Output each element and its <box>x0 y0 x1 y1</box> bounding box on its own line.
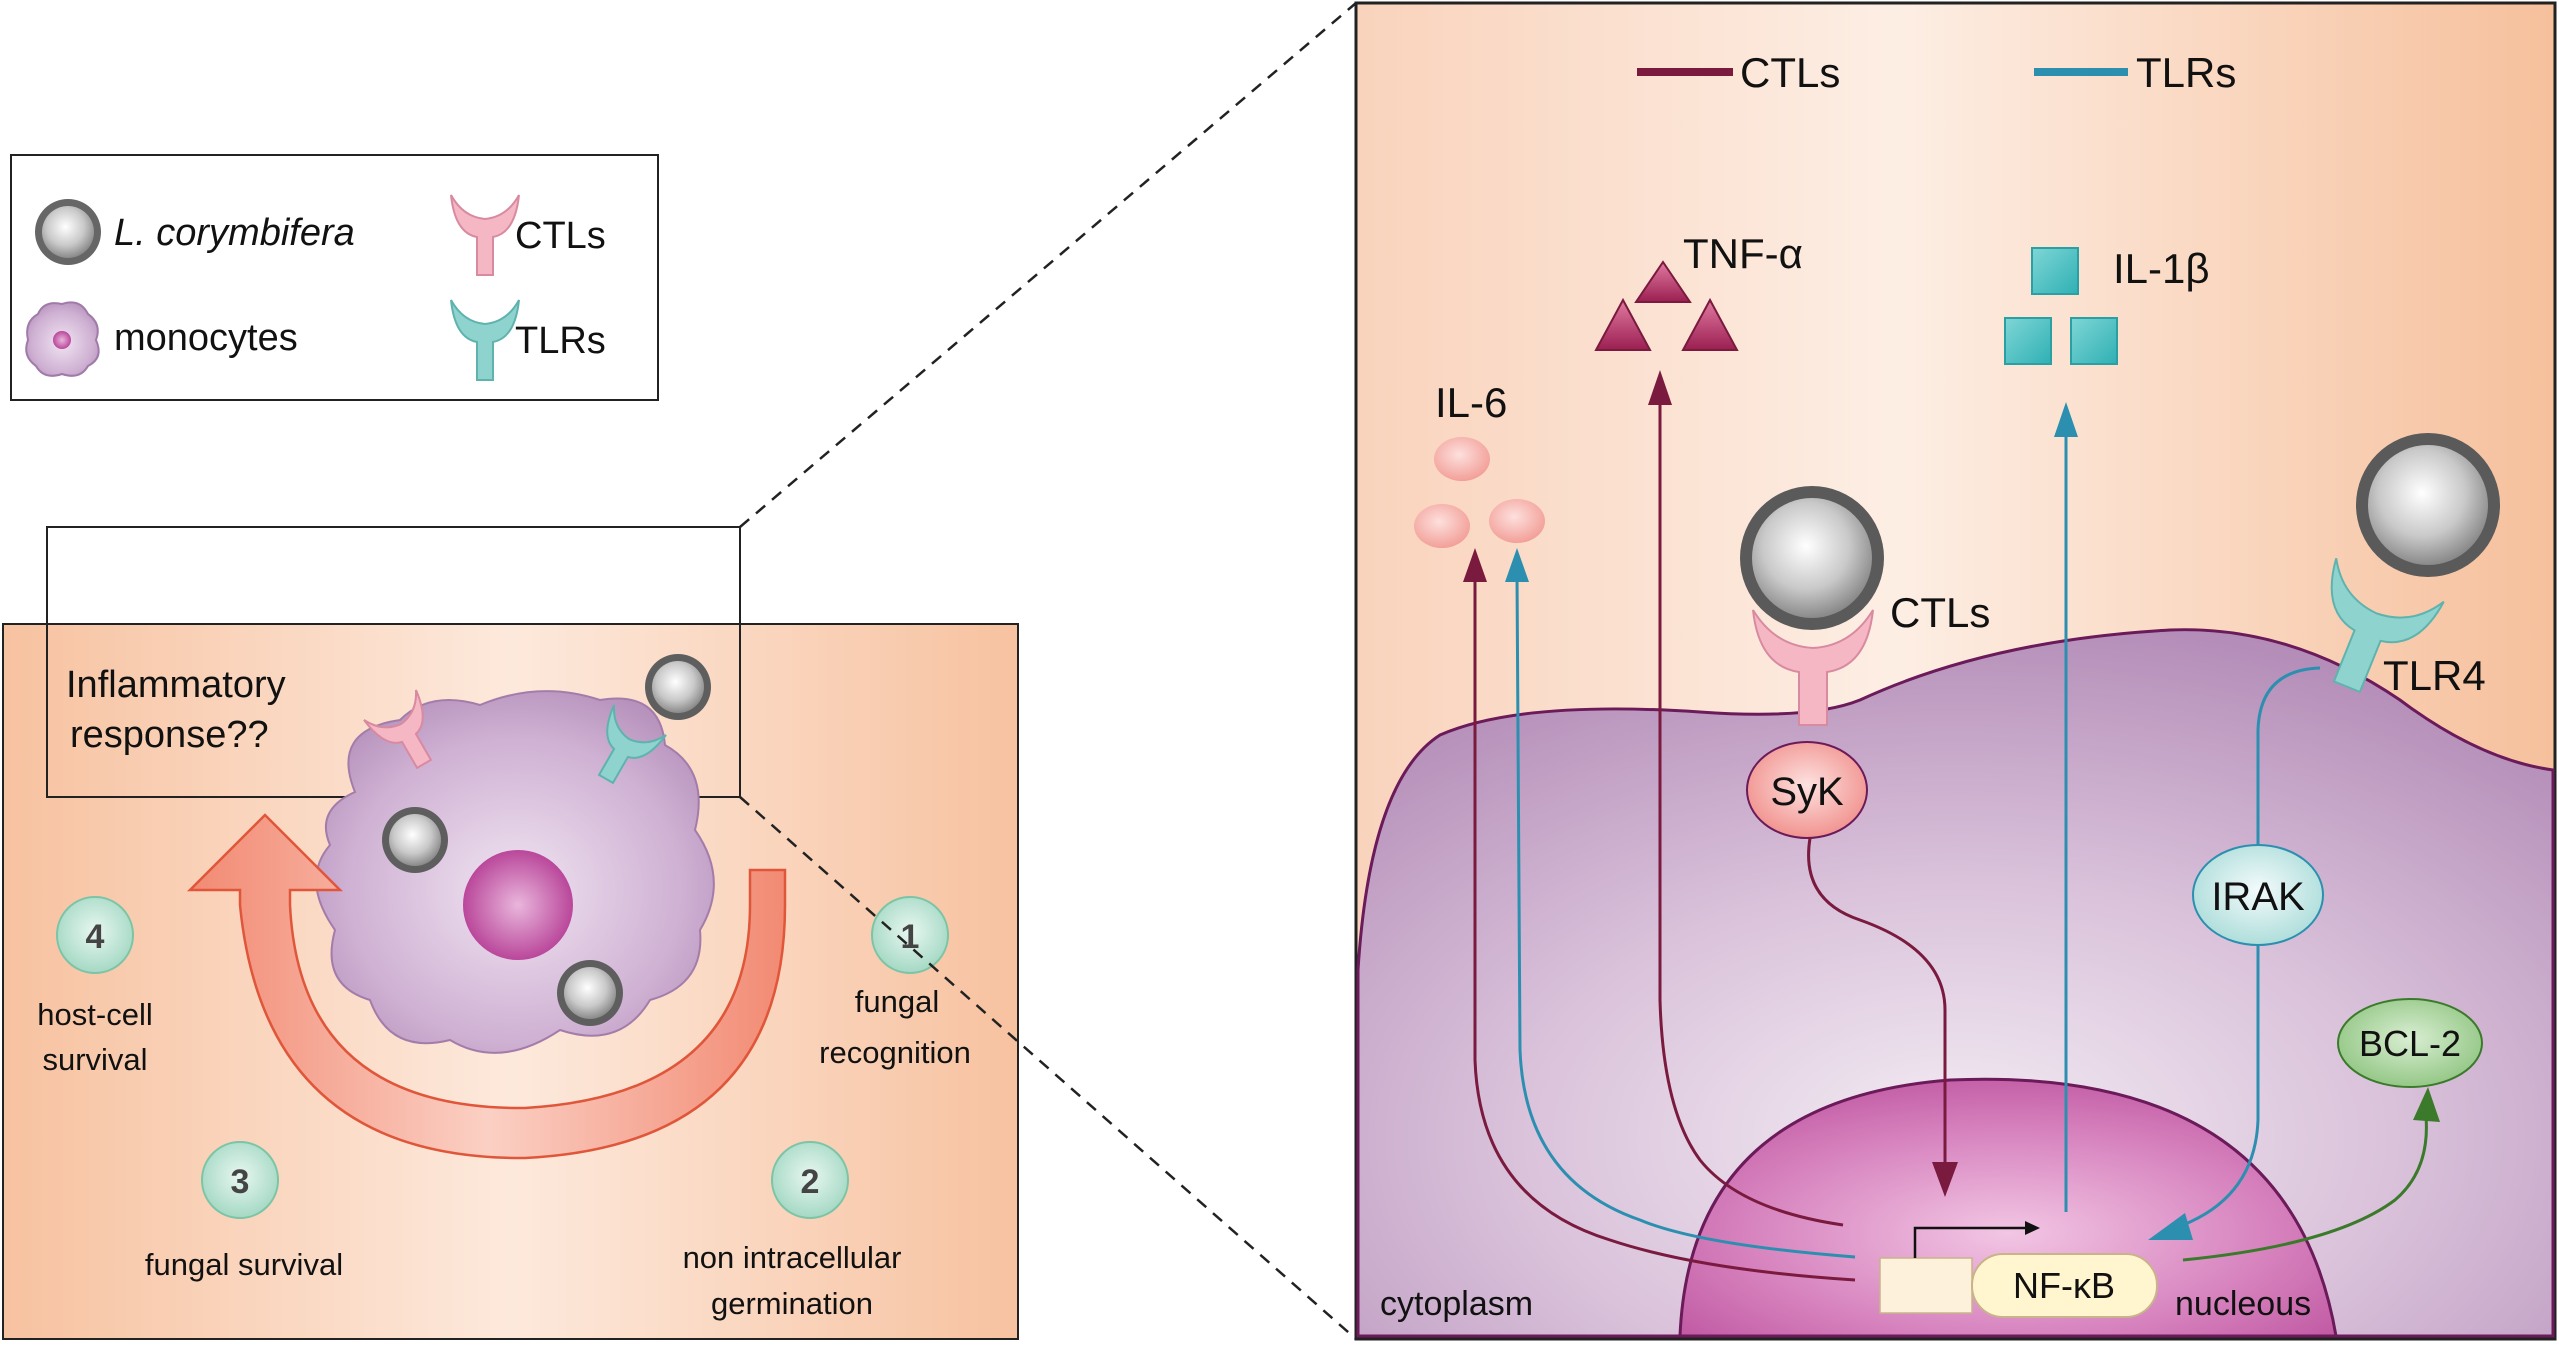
step-2-label-line1: non intracellular <box>683 1240 902 1275</box>
irak-node: IRAK <box>2192 844 2324 946</box>
step-3-label-line1: fungal survival <box>145 1247 343 1282</box>
tlr-receptor-icon <box>450 299 520 381</box>
legend-box: L. corymbifera CTLs monocytes TLRs <box>10 154 659 401</box>
step-2: 2 non intracellular germination <box>683 1141 902 1321</box>
spore-in-cell-1 <box>382 807 448 873</box>
tlr-receptor-on-cell <box>597 704 667 785</box>
tlr4-receptor <box>2330 558 2445 694</box>
step-1-label-line2: recognition <box>819 1035 971 1070</box>
ctl-receptor-icon <box>450 194 520 276</box>
spore-in-cell-2 <box>557 960 623 1026</box>
inflammatory-question-line2: response?? <box>70 714 269 756</box>
tlr4-label: TLR4 <box>2383 652 2486 699</box>
right-panel: CTLs TLRs IL-6 TNF-α IL-1β <box>1354 1 2557 1341</box>
ctl-legend-label: CTLs <box>1740 49 1840 96</box>
step-1-label-line1: fungal <box>855 984 939 1019</box>
svg-text:SyK: SyK <box>1770 770 1844 814</box>
tnf-molecules <box>1594 260 1739 351</box>
svg-text:3: 3 <box>231 1163 250 1201</box>
step-3: 3 fungal survival <box>145 1141 343 1282</box>
svg-text:1: 1 <box>901 918 920 956</box>
tlr-legend-label: TLRs <box>2136 49 2236 96</box>
cycle-arrow <box>186 813 787 1160</box>
step-4-label-line1: host-cell <box>37 997 152 1032</box>
svg-text:IRAK: IRAK <box>2211 875 2305 919</box>
svg-text:2: 2 <box>801 1163 820 1201</box>
legend-label-tlrs: TLRs <box>515 320 606 362</box>
step-4: 4 host-cell survival <box>37 896 153 1077</box>
il1b-molecules <box>2004 247 2118 365</box>
ctl-path-tnf <box>1658 398 1844 1227</box>
nfkb-to-bcl2-path <box>2182 1116 2428 1262</box>
legend-label-fungus: L. corymbifera <box>114 212 355 254</box>
ctl-receptor-on-cell <box>363 689 433 770</box>
svg-text:NF-κB: NF-κB <box>2013 1265 2115 1306</box>
monocyte-nucleus <box>463 850 573 960</box>
step-2-label-line2: germination <box>711 1286 873 1321</box>
svg-text:4: 4 <box>86 918 105 956</box>
step-1: 1 fungal recognition <box>819 896 971 1070</box>
svg-text:BCL-2: BCL-2 <box>2359 1023 2461 1064</box>
spore-on-tlr <box>645 654 711 720</box>
fungal-spore-icon <box>35 199 101 265</box>
spore-on-ctl <box>1740 486 1884 630</box>
left-panel: Inflammatory response?? <box>2 526 1019 1340</box>
nucleus <box>1678 1077 2338 1338</box>
syk-to-nfkb-path <box>1807 837 1947 1165</box>
il6-molecules <box>1414 437 1545 548</box>
syk-node: SyK <box>1746 741 1868 839</box>
bcl2-node: BCL-2 <box>2337 998 2483 1088</box>
legend-label-ctls: CTLs <box>515 215 606 257</box>
ctl-receptor-label: CTLs <box>1890 589 1990 636</box>
cytoplasm-label: cytoplasm <box>1380 1285 1533 1323</box>
tnf-label: TNF-α <box>1683 230 1803 277</box>
step-4-label-line2: survival <box>42 1042 147 1077</box>
zoom-connectors <box>739 2 1357 1340</box>
tlr-path-il6 <box>1515 574 1856 1259</box>
nfkb-node: NF-κB <box>1879 1253 2158 1318</box>
transcription-arrow <box>1913 1226 2025 1258</box>
cell-cytoplasm <box>1356 628 2555 1338</box>
tlr4-to-irak-path <box>2256 666 2321 845</box>
inflammatory-question-line1: Inflammatory <box>66 664 286 706</box>
monocyte-icon <box>25 301 100 377</box>
il6-label: IL-6 <box>1435 379 1507 426</box>
ctl-receptor <box>1752 609 1874 726</box>
irak-to-nfkb-path <box>2174 945 2260 1230</box>
spore-on-tlr4 <box>2356 433 2500 577</box>
ctl-path-il6 <box>1473 575 1856 1282</box>
il1b-label: IL-1β <box>2113 245 2210 292</box>
legend-label-monocytes: monocytes <box>114 317 298 359</box>
nucleus-label: nucleous <box>2175 1285 2311 1323</box>
